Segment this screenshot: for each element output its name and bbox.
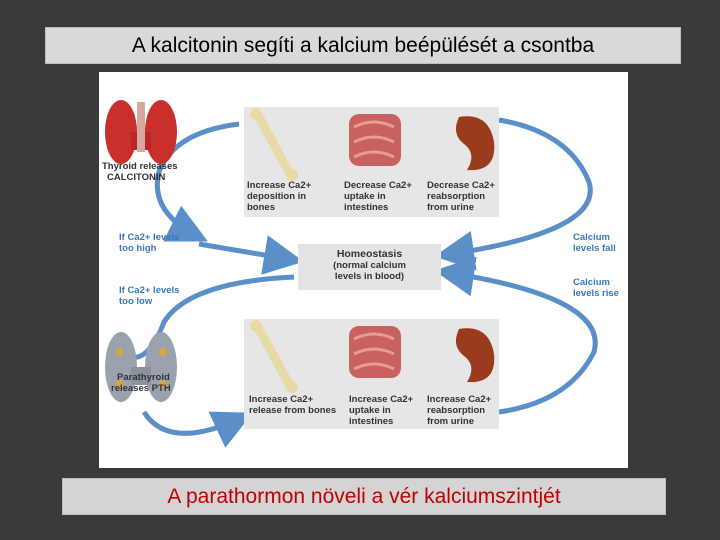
slide-title: A kalcitonin segíti a kalcium beépülését… <box>45 27 681 64</box>
thyroid-label: Thyroid releases <box>102 161 178 172</box>
calcium-levels-rise-label: Calcium levels rise <box>573 277 619 299</box>
if-levels-low-label: If Ca2+ levels too low <box>119 285 180 307</box>
top-left-arrow <box>154 121 240 242</box>
effect-bone-bottom: Increase Ca2+ release from bones <box>249 394 337 416</box>
parathyroid-gland-icon <box>105 332 177 402</box>
slide-subtitle: A parathormon növeli a vér kalciumszintj… <box>62 478 666 515</box>
effect-kidney-top: Decrease Ca2+ reabsorption from urine <box>427 180 495 213</box>
calcitonin-label: CALCITONIN <box>107 172 166 183</box>
thyroid-gland-icon <box>105 100 177 164</box>
center-to-left-arrow <box>128 274 295 361</box>
releases-pth-label: releases PTH <box>111 383 171 394</box>
bottom-right-arrow <box>434 256 598 415</box>
calcium-homeostasis-diagram: Thyroid releases CALCITONIN Increase Ca2… <box>99 72 628 468</box>
homeostasis-title: Homeostasis <box>336 248 403 260</box>
kidney-icon-bottom <box>455 328 495 383</box>
top-right-arrow <box>434 117 593 271</box>
bone-icon-bottom <box>250 320 298 393</box>
intestine-icon-top <box>349 114 401 166</box>
kidney-icon-top <box>455 116 495 171</box>
bottom-left-arrow <box>141 410 254 448</box>
homeostasis-box: Homeostasis (normal calcium levels in bl… <box>298 244 441 290</box>
intestine-icon-bottom <box>349 326 401 378</box>
diagram-graphics <box>105 100 598 448</box>
effect-bone-top: Increase Ca2+ deposition in bones <box>247 180 312 213</box>
effect-intestine-bottom: Increase Ca2+ uptake in intestines <box>349 394 414 427</box>
parathyroid-label: Parathyroid <box>117 372 170 383</box>
bone-icon-top <box>250 108 298 181</box>
effect-intestine-top: Decrease Ca2+ uptake in intestines <box>344 180 412 213</box>
calcium-levels-fall-label: Calcium levels fall <box>573 232 616 254</box>
if-levels-high-label: If Ca2+ levels too high <box>119 232 180 254</box>
effect-kidney-bottom: Increase Ca2+ reabsorption from urine <box>427 394 492 427</box>
homeostasis-subtitle: (normal calcium levels in blood) <box>333 260 406 282</box>
left-to-center-arrow <box>198 235 304 275</box>
